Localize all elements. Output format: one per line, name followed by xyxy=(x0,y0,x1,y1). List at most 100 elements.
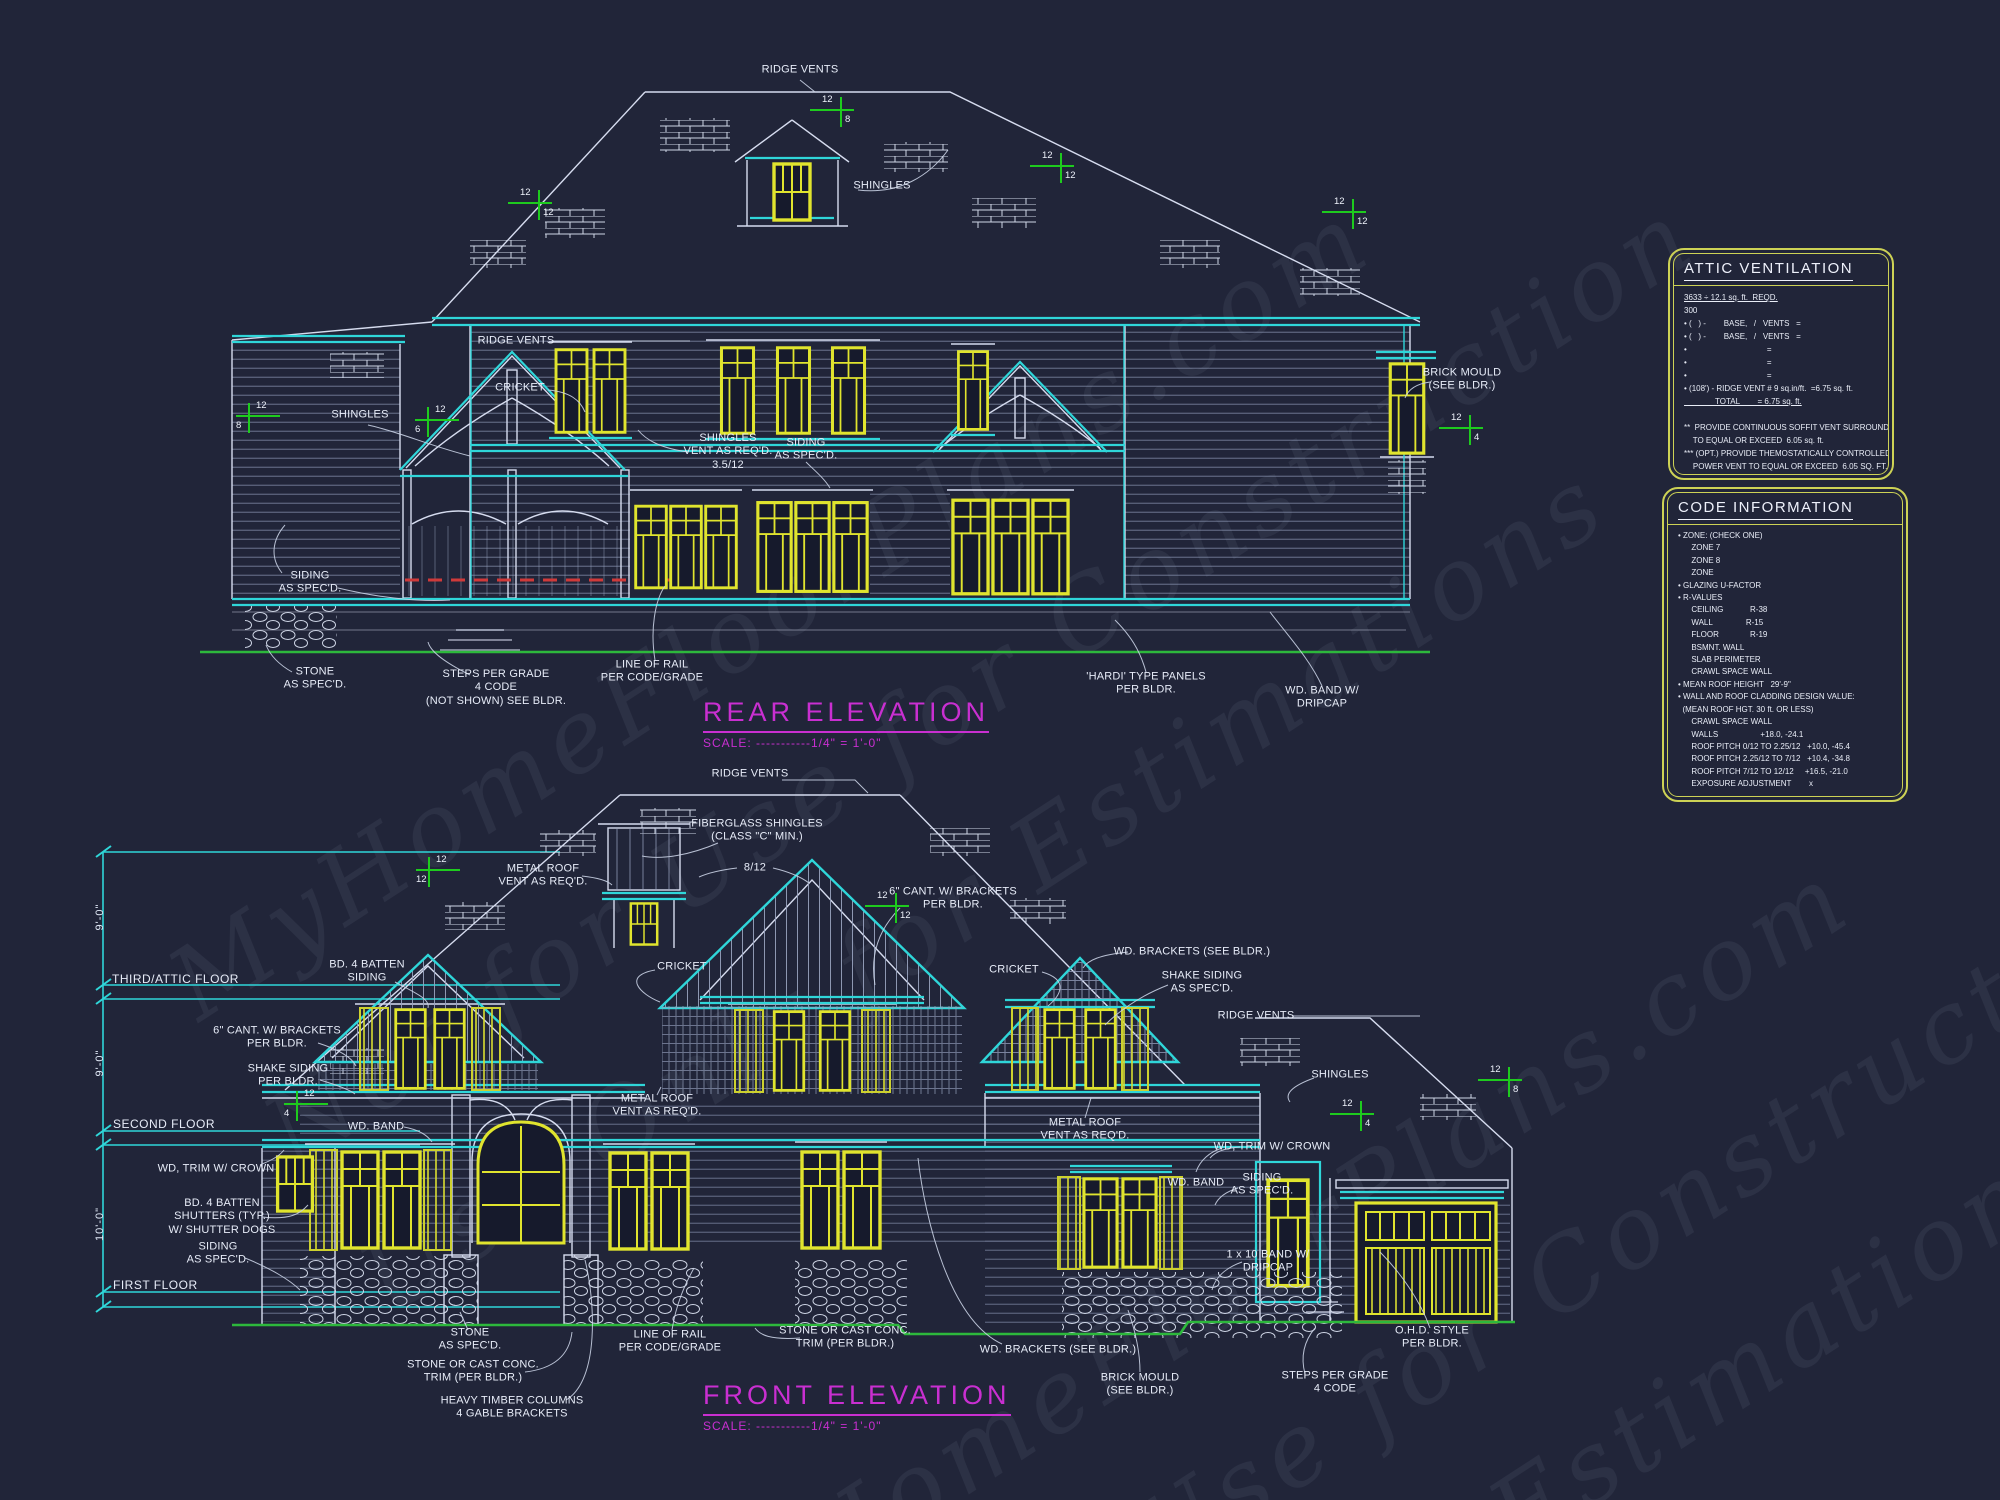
height-dimension: 10'-0" xyxy=(94,1206,106,1242)
panel-line: (MEAN ROOF HGT. 30 ft. OR LESS) xyxy=(1678,704,1814,714)
callout-cricket: CRICKET xyxy=(495,381,545,394)
panel-line: CRAWL SPACE WALL xyxy=(1678,717,1773,727)
panel-line: CEILING R-38 xyxy=(1678,605,1768,615)
panel-line: WALLS +18.0, -24.1 xyxy=(1678,729,1804,739)
callout-wd-band: WD. BAND xyxy=(347,1120,405,1133)
panel-line: • ( ) - BASE, / VENTS = xyxy=(1684,319,1801,328)
callout-cricket: CRICKET xyxy=(657,960,707,973)
height-dimension: 9'-0" xyxy=(94,903,106,931)
panel-line: • WALL AND ROOF CLADDING DESIGN VALUE: xyxy=(1678,692,1855,702)
callout-brick-mould: BRICK MOULD(SEE BLDR.) xyxy=(1422,366,1502,392)
panel-divider xyxy=(1674,285,1888,286)
panel-line: • R-VALUES xyxy=(1678,593,1723,603)
panel-line: WALL R-15 xyxy=(1678,617,1764,627)
callout-fiberglass-shingles: FIBERGLASS SHINGLES(CLASS "C" MIN.) xyxy=(691,817,823,843)
callout-1-x-10-band-w: 1 x 10 BAND W/DRIPCAP xyxy=(1226,1248,1310,1274)
floor-label: SECOND FLOOR xyxy=(113,1117,216,1131)
callout-brick-mould: BRICK MOULD(SEE BLDR.) xyxy=(1100,1371,1180,1397)
callout-shingles: SHINGLES xyxy=(331,408,389,421)
panel-line: ** PROVIDE CONTINUOUS SOFFIT VENT SURROU… xyxy=(1684,423,1889,432)
panel-line: 3633 ÷ 12.1 sq. ft. REQD. xyxy=(1684,293,1778,302)
panel-line: • = xyxy=(1684,345,1772,354)
panel-line: ROOF PITCH 7/12 TO 12/12 +16.5, -21.0 xyxy=(1678,766,1848,776)
callout-ridge-vents: RIDGE VENTS xyxy=(711,767,789,780)
code-panel-body: • ZONE: (CHECK ONE) ZONE 7 ZONE 8 ZONE• … xyxy=(1678,530,1892,791)
floor-label: FIRST FLOOR xyxy=(113,1278,198,1292)
panel-line: TO EQUAL OR EXCEED 6.05 sq. ft. xyxy=(1684,436,1824,445)
panel-line: EXPOSURE ADJUSTMENT x xyxy=(1678,779,1813,789)
panel-line: • (108') - RIDGE VENT # 9 sq.in/ft. =6.7… xyxy=(1684,384,1853,393)
panel-line: TOTAL = 6.75 sq. ft. xyxy=(1684,397,1802,406)
callout-stone-or-cast-conc: STONE OR CAST CONC.TRIM (PER BLDR.) xyxy=(779,1324,911,1350)
panel-line: • ZONE: (CHECK ONE) xyxy=(1678,531,1763,540)
panel-line: ROOF PITCH 2.25/12 TO 7/12 +10.4, -34.8 xyxy=(1678,754,1851,764)
attic-ventilation-panel: ATTIC VENTILATION 3633 ÷ 12.1 sq. ft. RE… xyxy=(1668,248,1894,480)
code-information-panel: CODE INFORMATION • ZONE: (CHECK ONE) ZON… xyxy=(1662,487,1908,802)
panel-line: • MEAN ROOF HEIGHT 29'-9" xyxy=(1678,679,1791,689)
rear-title-scale: SCALE: -----------1/4" = 1'-0" xyxy=(703,736,882,750)
floor-label: THIRD/ATTIC FLOOR xyxy=(112,972,239,986)
panel-line: ZONE 8 xyxy=(1678,555,1721,565)
height-dimension: 9'-0" xyxy=(94,1049,106,1077)
leader-lines xyxy=(244,79,1431,1401)
callout-cricket: CRICKET xyxy=(989,963,1039,976)
callout-ridge-vents: RIDGE VENTS xyxy=(1217,1009,1295,1022)
rear-elevation-drawing xyxy=(200,91,1436,654)
panel-line: • ( ) - BASE, / VENTS = xyxy=(1684,332,1801,341)
callout-stone-or-cast-conc: STONE OR CAST CONC.TRIM (PER BLDR.) xyxy=(407,1358,539,1384)
panel-line: SLAB PERIMETER xyxy=(1678,655,1761,665)
panel-line xyxy=(1684,408,1878,421)
callout-wd-band: WD. BAND xyxy=(1167,1176,1225,1189)
callout-ridge-vents: RIDGE VENTS xyxy=(477,334,555,347)
panel-divider xyxy=(1668,524,1902,525)
front-title-scale: SCALE: -----------1/4" = 1'-0" xyxy=(703,1419,882,1433)
panel-line: FLOOR R-19 xyxy=(1678,630,1768,640)
callout-8-12: 8/12 xyxy=(743,861,767,874)
panel-line: *** (OPT.) PROVIDE THEMOSTATICALLY CONTR… xyxy=(1684,449,1889,458)
panel-line: 300 xyxy=(1684,306,1698,315)
panel-line: BSMNT. WALL xyxy=(1678,642,1745,652)
callout-ridge-vents: RIDGE VENTS xyxy=(761,63,839,76)
callout-shingles: SHINGLES xyxy=(1311,1068,1369,1081)
attic-panel-body: 3633 ÷ 12.1 sq. ft. REQD. 300 • ( ) - BASE… xyxy=(1684,291,1889,473)
panel-line: • GLAZING U-FACTOR xyxy=(1678,580,1762,590)
panel-line: • = xyxy=(1684,371,1772,380)
callout-wd-trim-w-crown: WD, TRIM W/ CROWN xyxy=(157,1162,275,1175)
callout-wd-band-w: WD. BAND W/DRIPCAP xyxy=(1285,684,1359,710)
panel-line: ZONE 7 xyxy=(1678,543,1721,553)
rear-title-text: REAR ELEVATION xyxy=(703,697,990,733)
callout-wd-brackets-see-bldr: WD. BRACKETS (SEE BLDR.) xyxy=(979,1343,1137,1356)
front-elevation-title: FRONT ELEVATION SCALE: -----------1/4" =… xyxy=(703,1380,1011,1433)
